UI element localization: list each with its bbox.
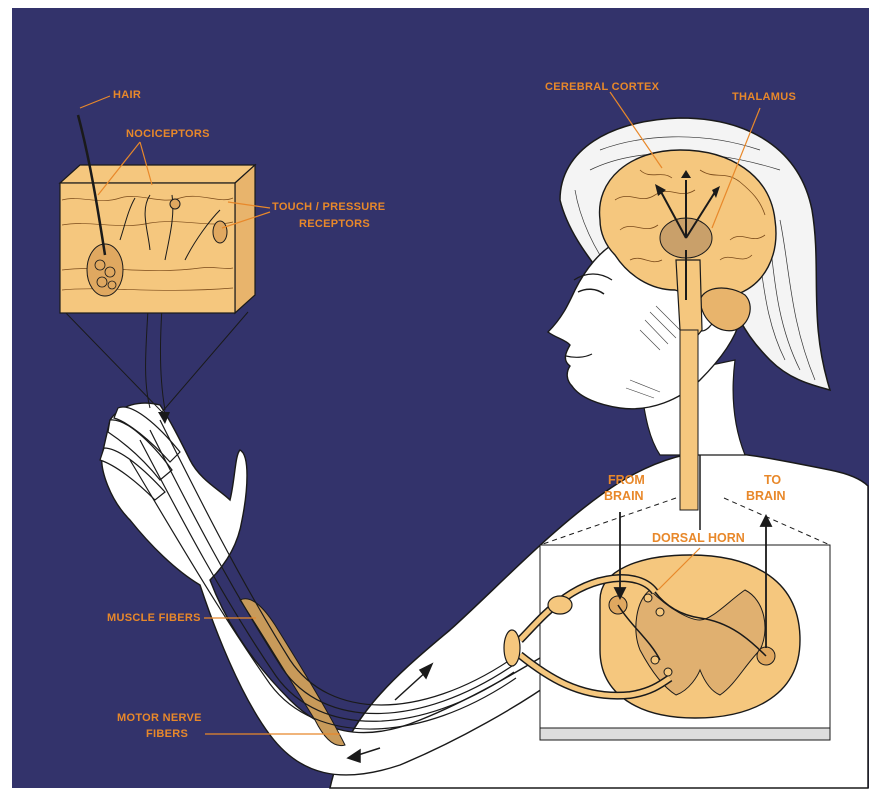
- label-receptors: RECEPTORS: [299, 218, 370, 230]
- label-to-brain: BRAIN: [746, 489, 786, 503]
- skin-block: [60, 165, 255, 313]
- label-nociceptors: NOCICEPTORS: [126, 128, 210, 140]
- label-motor-fibers: FIBERS: [146, 728, 188, 740]
- cross-section-base: [540, 728, 830, 740]
- label-thalamus: THALAMUS: [732, 91, 796, 103]
- dorsal-root-ganglion: [548, 596, 572, 614]
- label-from-brain: BRAIN: [604, 489, 644, 503]
- label-from: FROM: [608, 473, 645, 487]
- label-cerebral-cortex: CEREBRAL CORTEX: [545, 81, 660, 93]
- label-to: TO: [764, 473, 781, 487]
- label-motor-nerve: MOTOR NERVE: [117, 712, 202, 724]
- label-dorsal-horn: DORSAL HORN: [652, 531, 745, 545]
- nerve-stump: [504, 630, 520, 666]
- spinal-cord-neck: [680, 330, 698, 510]
- label-touch-pressure: TOUCH / PRESSURE: [272, 201, 385, 213]
- label-hair: HAIR: [113, 89, 141, 101]
- label-muscle-fibers: MUSCLE FIBERS: [107, 612, 201, 624]
